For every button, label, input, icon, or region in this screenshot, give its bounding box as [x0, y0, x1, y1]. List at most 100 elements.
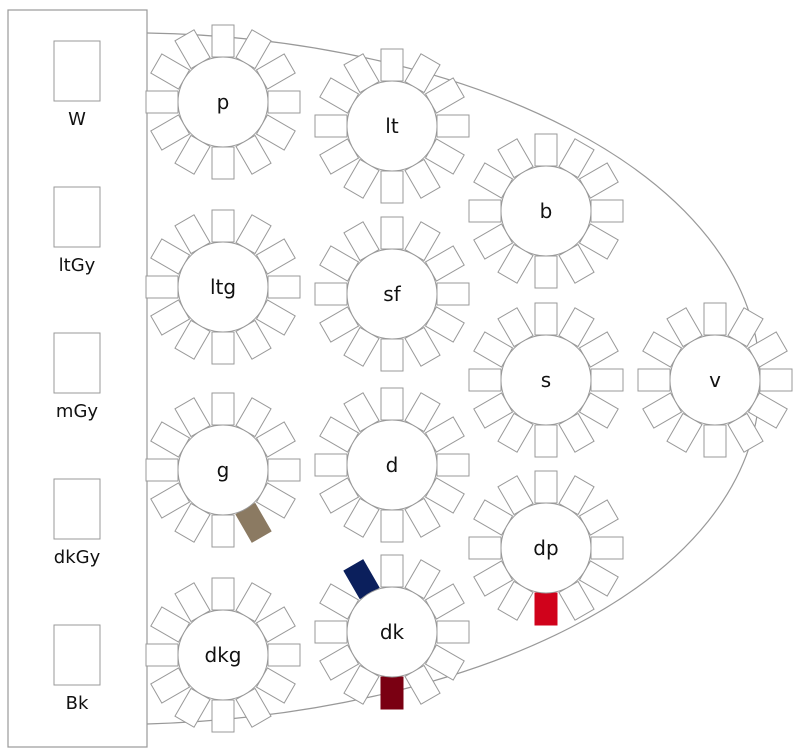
table-label: ltg [210, 275, 236, 299]
seat[interactable] [703, 302, 727, 336]
seat[interactable] [314, 453, 348, 477]
table-label: s [541, 368, 551, 392]
seat[interactable] [380, 216, 404, 250]
seat[interactable] [314, 114, 348, 138]
swatch-box[interactable] [53, 186, 101, 248]
seat[interactable] [314, 282, 348, 306]
seat[interactable] [534, 255, 558, 289]
table-dkg[interactable]: dkg [145, 577, 301, 733]
seat-highlighted[interactable] [534, 592, 558, 626]
table-label: g [217, 458, 230, 482]
seat[interactable] [534, 424, 558, 458]
seat[interactable] [436, 620, 470, 644]
table-circle[interactable] [669, 334, 761, 426]
seat[interactable] [534, 470, 558, 504]
seat[interactable] [211, 146, 235, 180]
seat[interactable] [267, 643, 301, 667]
table-lt[interactable]: lt [314, 48, 470, 204]
side-panel-item[interactable]: ltGy [53, 186, 101, 276]
seat[interactable] [380, 554, 404, 588]
seat[interactable] [145, 275, 179, 299]
seat[interactable] [211, 209, 235, 243]
seat[interactable] [211, 392, 235, 426]
table-circle[interactable] [177, 56, 269, 148]
table-label: d [386, 453, 399, 477]
table-circle[interactable] [500, 334, 592, 426]
seat[interactable] [468, 536, 502, 560]
table-circle[interactable] [177, 609, 269, 701]
table-circle[interactable] [346, 586, 438, 678]
table-b[interactable]: b [468, 133, 624, 289]
seat[interactable] [637, 368, 671, 392]
table-circle[interactable] [346, 419, 438, 511]
seat[interactable] [211, 24, 235, 58]
swatch-label: mGy [56, 401, 98, 422]
table-label: v [709, 368, 721, 392]
table-dp[interactable]: dp [468, 470, 624, 626]
seat[interactable] [590, 536, 624, 560]
table-label: dk [380, 620, 405, 644]
seat[interactable] [380, 48, 404, 82]
table-circle[interactable] [346, 80, 438, 172]
table-label: dkg [205, 643, 242, 667]
table-p[interactable]: p [145, 24, 301, 180]
side-panel-item[interactable]: mGy [53, 332, 101, 422]
table-circle[interactable] [177, 241, 269, 333]
table-sf[interactable]: sf [314, 216, 470, 372]
seat[interactable] [534, 302, 558, 336]
table-label: b [540, 199, 553, 223]
swatch-box[interactable] [53, 624, 101, 686]
swatch-box[interactable] [53, 40, 101, 102]
table-ltg[interactable]: ltg [145, 209, 301, 365]
seat[interactable] [211, 699, 235, 733]
side-panel-item[interactable]: dkGy [53, 478, 101, 568]
table-label: sf [383, 282, 401, 306]
swatch-box[interactable] [53, 478, 101, 540]
swatch-label: ltGy [59, 255, 96, 276]
seat[interactable] [468, 368, 502, 392]
seat[interactable] [436, 114, 470, 138]
table-v[interactable]: v [637, 302, 793, 458]
table-circle[interactable] [177, 424, 269, 516]
seat[interactable] [314, 620, 348, 644]
seat[interactable] [145, 643, 179, 667]
seat[interactable] [380, 170, 404, 204]
seat[interactable] [703, 424, 727, 458]
seat[interactable] [145, 458, 179, 482]
seat[interactable] [534, 133, 558, 167]
seat[interactable] [759, 368, 793, 392]
seat[interactable] [211, 514, 235, 548]
swatch-label: dkGy [54, 547, 101, 568]
seat[interactable] [436, 282, 470, 306]
swatch-label: Bk [66, 693, 89, 714]
table-label: p [217, 90, 230, 114]
table-dk[interactable]: dk [314, 554, 470, 710]
side-panel-item[interactable]: W [53, 40, 101, 130]
table-circle[interactable] [500, 502, 592, 594]
side-panel-item[interactable]: Bk [53, 624, 101, 714]
seat[interactable] [590, 368, 624, 392]
seat[interactable] [380, 338, 404, 372]
table-s[interactable]: s [468, 302, 624, 458]
table-circle[interactable] [346, 248, 438, 340]
table-g[interactable]: g [145, 392, 301, 548]
seat[interactable] [468, 199, 502, 223]
table-circle[interactable] [500, 165, 592, 257]
seat[interactable] [145, 90, 179, 114]
swatch-box[interactable] [53, 332, 101, 394]
seat[interactable] [211, 577, 235, 611]
seat[interactable] [267, 275, 301, 299]
seat[interactable] [267, 90, 301, 114]
table-d[interactable]: d [314, 387, 470, 543]
seat[interactable] [380, 387, 404, 421]
seat-highlighted[interactable] [380, 676, 404, 710]
seat[interactable] [267, 458, 301, 482]
swatch-label: W [68, 109, 86, 130]
table-label: lt [385, 114, 399, 138]
seat[interactable] [211, 331, 235, 365]
seat[interactable] [380, 509, 404, 543]
seat[interactable] [436, 453, 470, 477]
seat[interactable] [590, 199, 624, 223]
